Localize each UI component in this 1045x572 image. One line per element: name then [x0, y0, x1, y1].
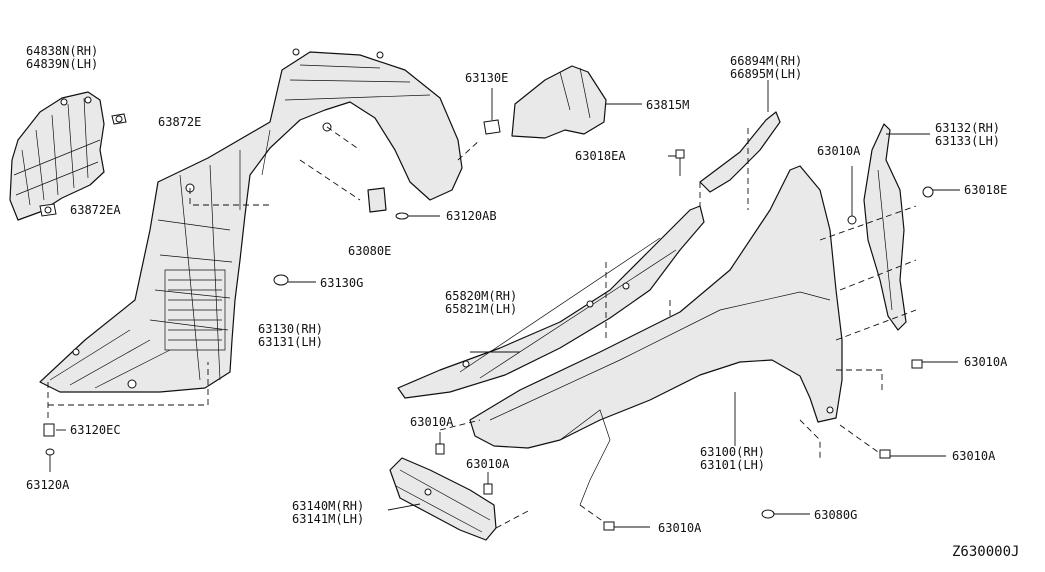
label-65820m: 65820M(RH): [445, 289, 517, 303]
clip-63080g: [761, 509, 810, 519]
clip-63120ec: [43, 423, 66, 437]
label-63872e: 63872E: [158, 115, 201, 129]
label-63130: 63130(RH): [258, 322, 323, 336]
clip-63130e: [483, 88, 501, 135]
label-63120a: 63120A: [26, 478, 70, 492]
bracket-63140m-part: [389, 457, 497, 541]
label-63120ec: 63120EC: [70, 423, 121, 437]
label-63130e: 63130E: [465, 71, 508, 85]
label-63131: 63131(LH): [258, 335, 323, 349]
seal-63815m-part: [511, 65, 607, 139]
label-63010a-lowright: 63010A: [952, 449, 996, 463]
label-63120ab: 63120AB: [446, 209, 497, 223]
label-63018ea: 63018EA: [575, 149, 626, 163]
label-66895m: 66895M(LH): [730, 67, 802, 81]
label-63100: 63100(RH): [700, 445, 765, 459]
label-65821m: 65821M(LH): [445, 302, 517, 316]
screw-63120ab: [395, 212, 440, 220]
clip-63872e: [111, 113, 127, 125]
clip-63018e: [922, 186, 960, 198]
label-63018e: 63018E: [964, 183, 1007, 197]
fender-protector-part: [39, 48, 463, 393]
label-63080g: 63080G: [814, 508, 857, 522]
label-66894m: 66894M(RH): [730, 54, 802, 68]
label-63010a-mid: 63010A: [410, 415, 454, 429]
label-63010a-right: 63010A: [964, 355, 1008, 369]
bolt-63010a-mid: [435, 432, 445, 455]
label-64839n: 64839N(LH): [26, 57, 98, 71]
bolt-63010a-center: [483, 472, 493, 495]
label-63141m: 63141M(LH): [292, 512, 364, 526]
reinforcement-65820m-part: [397, 205, 705, 399]
label-63872ea: 63872EA: [70, 203, 121, 217]
label-63080e: 63080E: [348, 244, 391, 258]
label-63133: 63133(LH): [935, 134, 1000, 148]
bolt-63010a-top: [847, 166, 857, 225]
label-63101: 63101(LH): [700, 458, 765, 472]
clip-63872ea: [39, 203, 57, 217]
label-63010a-top: 63010A: [817, 144, 861, 158]
diagram-code: Z630000J: [952, 544, 1019, 560]
label-64838n: 64838N(RH): [26, 44, 98, 58]
bolt-63010a-lowright: [879, 449, 946, 459]
label-63130g: 63130G: [320, 276, 363, 290]
label-63132: 63132(RH): [935, 121, 1000, 135]
bolt-63010a-right: [911, 359, 958, 369]
splash-shield-part: [9, 91, 105, 221]
front-fender-part: [469, 165, 843, 506]
label-63010a-bottom: 63010A: [658, 521, 702, 535]
label-63010a-center: 63010A: [466, 457, 510, 471]
bolt-63010a-bottom: [603, 521, 650, 531]
label-63140m: 63140M(RH): [292, 499, 364, 513]
bolt-63018ea: [668, 149, 685, 176]
bracket-66894m-part: [699, 111, 781, 193]
bracket-63132-part: [863, 123, 907, 331]
clip-63080e: [367, 187, 387, 213]
screw-63120a: [45, 448, 55, 472]
label-63815m: 63815M: [646, 98, 689, 112]
clip-63130g: [273, 274, 316, 286]
